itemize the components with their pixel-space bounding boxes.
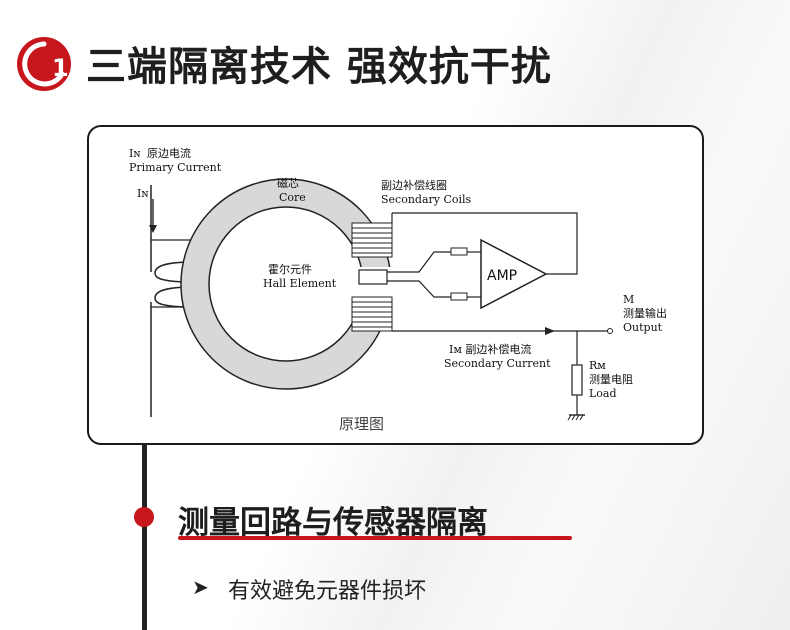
load-resistor [571,364,583,396]
ground-icon [567,414,585,421]
in-arrowhead-icon [149,225,157,233]
output-terminal-icon [607,328,613,334]
output-en: Output [623,321,663,334]
hall-element-en: Hall Element [263,277,337,290]
load-en: Load [589,387,617,400]
secondary-current-arrow-icon [545,327,555,335]
secondary-current-en: Secondary Current [444,357,551,370]
hall-lead-top [387,251,461,273]
amp-label: AMP [487,268,517,284]
secondary-coil-bottom [351,296,393,332]
amp-triangle [480,238,548,310]
core-label-cn: 磁芯 [277,176,299,190]
output-symbol: M [623,293,634,306]
hall-element-cn: 霍尔元件 [268,263,312,276]
primary-current-symbol: Iɴ [129,147,140,160]
diagram-card: AMP Iɴ 原边电流 Primary Current Iɴ 磁芯 Core 副… [87,125,704,445]
resistor-bottom [450,292,468,301]
hall-lead-bottom [387,280,461,298]
timeline-dot [134,507,154,527]
load-cn: 测量电阻 [589,373,633,386]
core-label-en: Core [279,191,306,204]
secondary-current-cn: Iм 副边补偿电流 [449,342,531,356]
resistor-top [450,247,468,256]
page-title: 三端隔离技术 强效抗干扰 [86,44,552,90]
logo-text: 1 [52,54,69,82]
secondary-coil-top [351,222,393,258]
hall-sensor-diagram: AMP Iɴ 原边电流 Primary Current Iɴ 磁芯 Core 副… [129,146,667,433]
bullet-text: 有效避免元器件损坏 [228,579,427,604]
timeline-line [142,443,147,630]
primary-current-cn: 原边电流 [147,146,191,160]
secondary-coils-cn: 副边补偿线圈 [381,178,447,192]
section-heading: 测量回路与传感器隔离 [178,505,488,541]
brand-logo-icon: 1 [17,37,71,91]
feedback-wire [392,212,578,275]
bullet-arrow-icon: ➤ [192,575,209,599]
heading-underline [178,536,572,540]
primary-current-en: Primary Current [129,161,222,174]
load-symbol: Rм [589,359,606,372]
hall-element [358,269,388,285]
in-arrow-label: Iɴ [137,187,148,200]
secondary-coils-en: Secondary Coils [381,193,472,206]
diagram-caption: 原理图 [339,415,384,433]
output-cn: 测量输出 [623,306,667,320]
